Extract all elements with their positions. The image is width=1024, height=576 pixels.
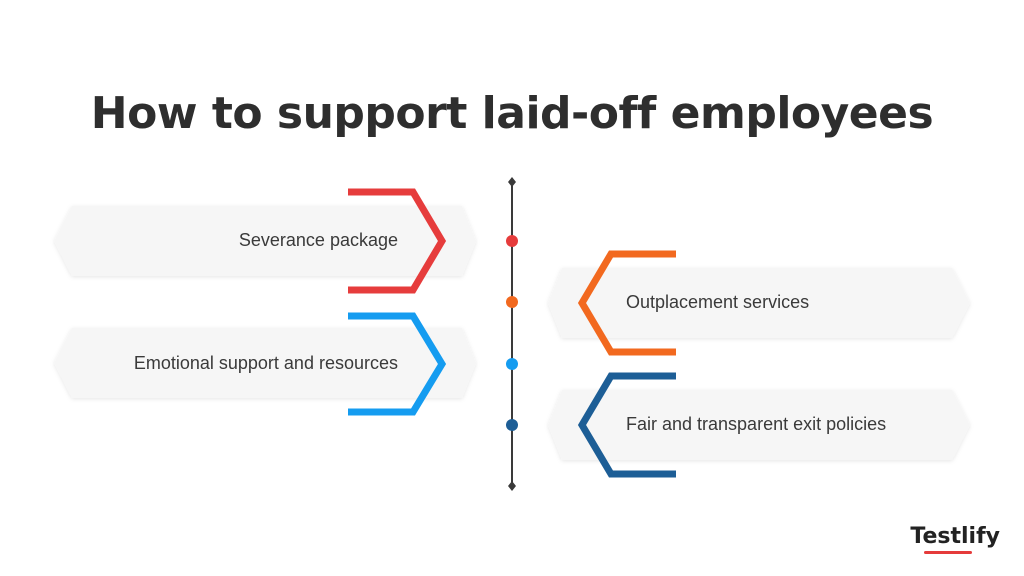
step-card-4 [548, 372, 970, 478]
step-card-1 [54, 188, 476, 294]
page-title: How to support laid-off employees [90, 88, 934, 139]
step-3-label: Emotional support and resources [133, 353, 398, 373]
timeline-top-cap [508, 177, 516, 187]
timeline-bottom-cap [508, 481, 516, 491]
step-3-hexagon [348, 312, 447, 416]
step-2-label: Outplacement services [626, 292, 810, 312]
step-card-2 [548, 250, 970, 356]
brand-logo: Testlify [910, 524, 1000, 549]
step-card-3 [54, 312, 476, 416]
step-4-label: Fair and transparent exit policies [626, 414, 887, 434]
step-card-3-bg [54, 328, 476, 398]
timeline-dot-1 [506, 235, 518, 247]
step-1-label: Severance package [238, 230, 398, 250]
timeline-dot-3 [506, 358, 518, 370]
brand-logo-underline [924, 551, 972, 554]
step-2-hexagon [577, 250, 676, 356]
step-card-4-bg [548, 390, 970, 460]
step-card-1-bg [54, 206, 476, 276]
step-card-2-bg [548, 268, 970, 338]
step-4-hexagon [577, 372, 676, 478]
timeline-dot-2 [506, 296, 518, 308]
step-1-hexagon [348, 188, 447, 294]
timeline-dot-4 [506, 419, 518, 431]
